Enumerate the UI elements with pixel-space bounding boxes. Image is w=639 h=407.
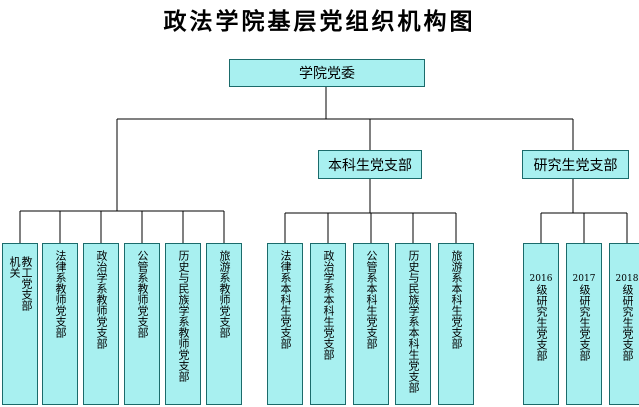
root-label: 学院党委 xyxy=(299,66,355,82)
faculty-branch-label-line: 机关 xyxy=(8,256,21,278)
graduate-branch-node: 2018 级研究生党支部 xyxy=(609,243,639,405)
undergrad-branch-label: 历史与民族学系本科生党支部 xyxy=(407,250,420,393)
undergrad-branch-node: 公管系本科生党支部 xyxy=(353,243,389,405)
graduate-branch-node: 研究生党支部 xyxy=(522,150,629,179)
faculty-branch-node: 旅游系教师党支部 xyxy=(206,243,242,405)
undergrad-branch-label: 旅游系本科生党支部 xyxy=(450,250,463,349)
undergrad-branch-node: 法律系本科生党支部 xyxy=(267,243,303,405)
undergrad-branch-label: 法律系本科生党支部 xyxy=(279,250,292,349)
undergrad-branch-label: 政治学系本科生党支部 xyxy=(322,250,335,360)
faculty-branch-node: 机关 教工党支部 xyxy=(2,243,38,405)
faculty-branch-node: 公管系教师党支部 xyxy=(124,243,160,405)
undergrad-branch-node: 旅游系本科生党支部 xyxy=(438,243,474,405)
undergrad-branch-node: 政治学系本科生党支部 xyxy=(310,243,346,405)
faculty-branch-label-line: 教工党支部 xyxy=(20,256,33,311)
graduate-branch-label: 级研究生党支部 xyxy=(535,284,548,361)
faculty-branch-label: 公管系教师党支部 xyxy=(136,250,149,338)
graduate-branch-year: 2016 xyxy=(529,274,553,284)
undergrad-branch-label: 公管系本科生党支部 xyxy=(365,250,378,349)
graduate-branch-label: 级研究生党支部 xyxy=(578,284,591,361)
page-title: 政法学院基层党组织机构图 xyxy=(163,9,476,35)
root-node: 学院党委 xyxy=(229,59,425,87)
faculty-branch-label: 政治学系教师党支部 xyxy=(95,250,108,349)
undergrad-branch-node: 历史与民族学系本科生党支部 xyxy=(395,243,431,405)
undergrad-branch-label: 本科生党支部 xyxy=(328,157,412,174)
graduate-branch-label: 级研究生党支部 xyxy=(621,284,634,361)
undergrad-branch-node: 本科生党支部 xyxy=(318,150,422,179)
graduate-branch-label: 研究生党支部 xyxy=(533,157,618,174)
faculty-branch-node: 历史与民族学系教师党支部 xyxy=(165,243,201,405)
graduate-branch-node: 2016 级研究生党支部 xyxy=(523,243,559,405)
faculty-branch-label: 旅游系教师党支部 xyxy=(218,250,231,338)
faculty-branch-label: 历史与民族学系教师党支部 xyxy=(177,250,190,382)
faculty-branch-node: 政治学系教师党支部 xyxy=(83,243,119,405)
faculty-branch-node: 法律系教师党支部 xyxy=(42,243,78,405)
graduate-branch-year: 2017 xyxy=(572,274,596,284)
graduate-branch-year: 2018 xyxy=(615,274,639,284)
faculty-branch-label: 法律系教师党支部 xyxy=(54,250,67,338)
graduate-branch-node: 2017 级研究生党支部 xyxy=(566,243,602,405)
